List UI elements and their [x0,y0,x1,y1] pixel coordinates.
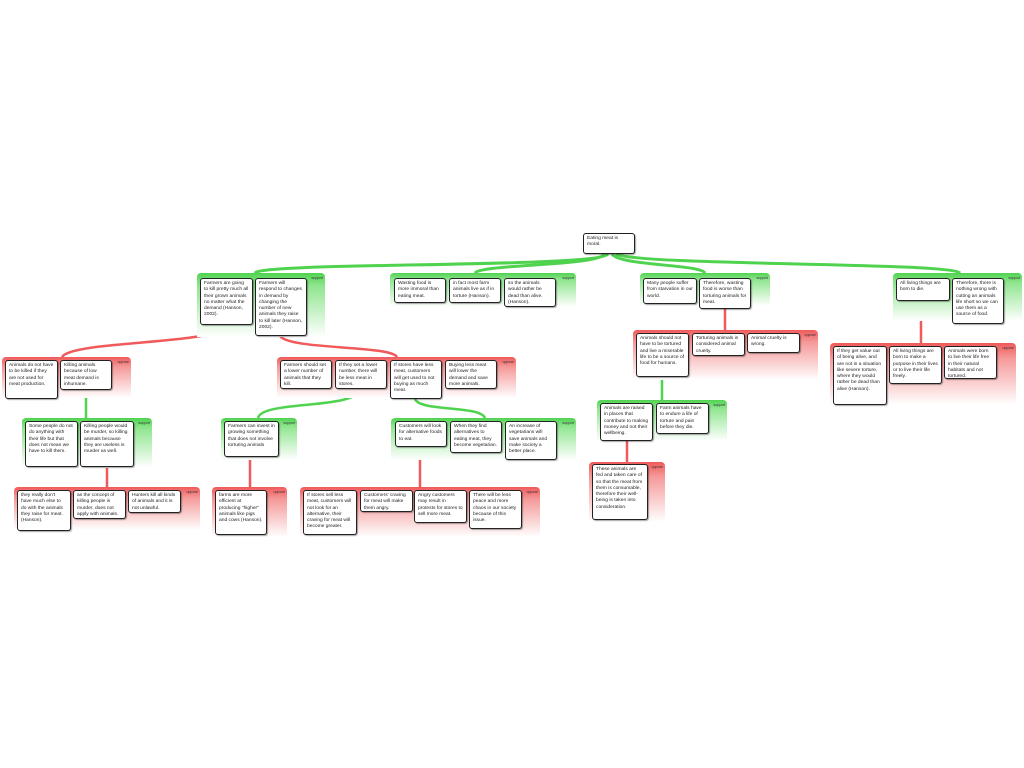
premise-box[interactable]: Some people do not do anything with thei… [25,421,78,467]
premise-box[interactable]: An increase of vegetarians will save ani… [505,421,557,460]
support-connector [610,252,707,275]
premise-box[interactable]: Therefore, there is nothing wrong with c… [952,278,1004,324]
oppose-label: oppose [526,490,538,494]
oppose-connector [278,335,399,358]
premise-box[interactable]: they really don't have much else to do w… [17,490,71,531]
premise-box[interactable]: Killing animals because of low meat dema… [60,360,112,390]
premise-box[interactable]: Farmers can invest in growing something … [224,421,279,457]
oppose-label: oppose [273,490,285,494]
oppose-label: oppose [804,333,816,337]
premise-box[interactable]: Farmers should set a lower number of ani… [280,360,332,389]
premise-box[interactable]: If they set a lower number, there will b… [335,360,387,389]
premise-box[interactable]: Animals do not have to be killed if they… [5,360,58,399]
oppose-label: oppose [502,360,514,364]
support-label: support [138,421,150,425]
premise-box[interactable]: If stores sell less meat, customers will… [303,490,357,535]
support-connector [413,398,487,419]
premise-box[interactable]: If stores have less meat, customers will… [390,360,442,399]
premise-box[interactable]: Wasting food is more immoral than eating… [394,278,446,303]
premise-box[interactable]: Killing people would be murder, so killi… [80,421,134,467]
premise-box[interactable]: Torturing animals is considered animal c… [692,333,745,356]
root-claim[interactable]: Eating meat is moral. [583,233,635,254]
premise-box[interactable]: Animals should not have to be tortured a… [636,333,689,377]
support-label: support [756,276,768,280]
premise-box[interactable]: Customers' craving for meat will make th… [360,490,413,512]
premise-box[interactable]: farms are more efficient at producing "h… [215,490,267,535]
premise-box[interactable]: Animal cruelty is wrong. [747,333,800,353]
premise-box[interactable]: Customers will look for alternative food… [395,421,447,447]
premise-box[interactable]: Buying less meat will lower the demand a… [445,360,497,389]
oppose-label: oppose [1002,346,1014,350]
premise-box[interactable]: Farmers are going to kill pretty much al… [200,278,253,325]
premise-box[interactable]: When they find alternatives to eating me… [450,421,502,453]
support-connector [615,252,962,275]
premise-box[interactable]: Hunters kill all kinds of animals and it… [128,490,181,513]
oppose-label: oppose [186,490,198,494]
premise-box[interactable]: in fact most farm animals live as if in … [449,278,501,303]
premise-box[interactable]: Angry customers may result in protests f… [414,490,467,523]
oppose-label: oppose [651,465,663,469]
premise-box[interactable]: All living things are born to die. [896,278,950,301]
oppose-label: oppose [117,360,129,364]
support-label: support [713,403,725,407]
premise-box[interactable]: Animals were born to live their life fre… [944,346,997,379]
premise-box[interactable]: Farm animals have to endure a life of to… [656,403,709,434]
premise-box[interactable]: There will be less peace and more chaos … [469,490,522,529]
support-label: support [1008,276,1020,280]
premise-box[interactable]: These animals are fed and taken care of … [592,464,648,520]
support-label: support [283,421,295,425]
premise-box[interactable]: as the concept of killing people is murd… [73,490,126,519]
support-label: support [311,276,323,280]
premise-box[interactable]: Farmers will respond to changes in deman… [255,278,307,336]
support-label: support [562,276,574,280]
premise-box[interactable]: Therefore, wasting food is worse than to… [699,278,751,309]
premise-box[interactable]: Animals are raised in places that contri… [600,403,653,441]
support-connector [473,252,606,275]
support-label: support [562,421,574,425]
premise-box[interactable]: so the animals would rather be dead than… [504,278,556,307]
premise-box[interactable]: If they get value out of being alive, an… [833,346,887,405]
premise-box[interactable]: All living things are born to make a pur… [889,346,942,384]
premise-box[interactable]: Many people suffer from starvation in ou… [643,278,697,304]
